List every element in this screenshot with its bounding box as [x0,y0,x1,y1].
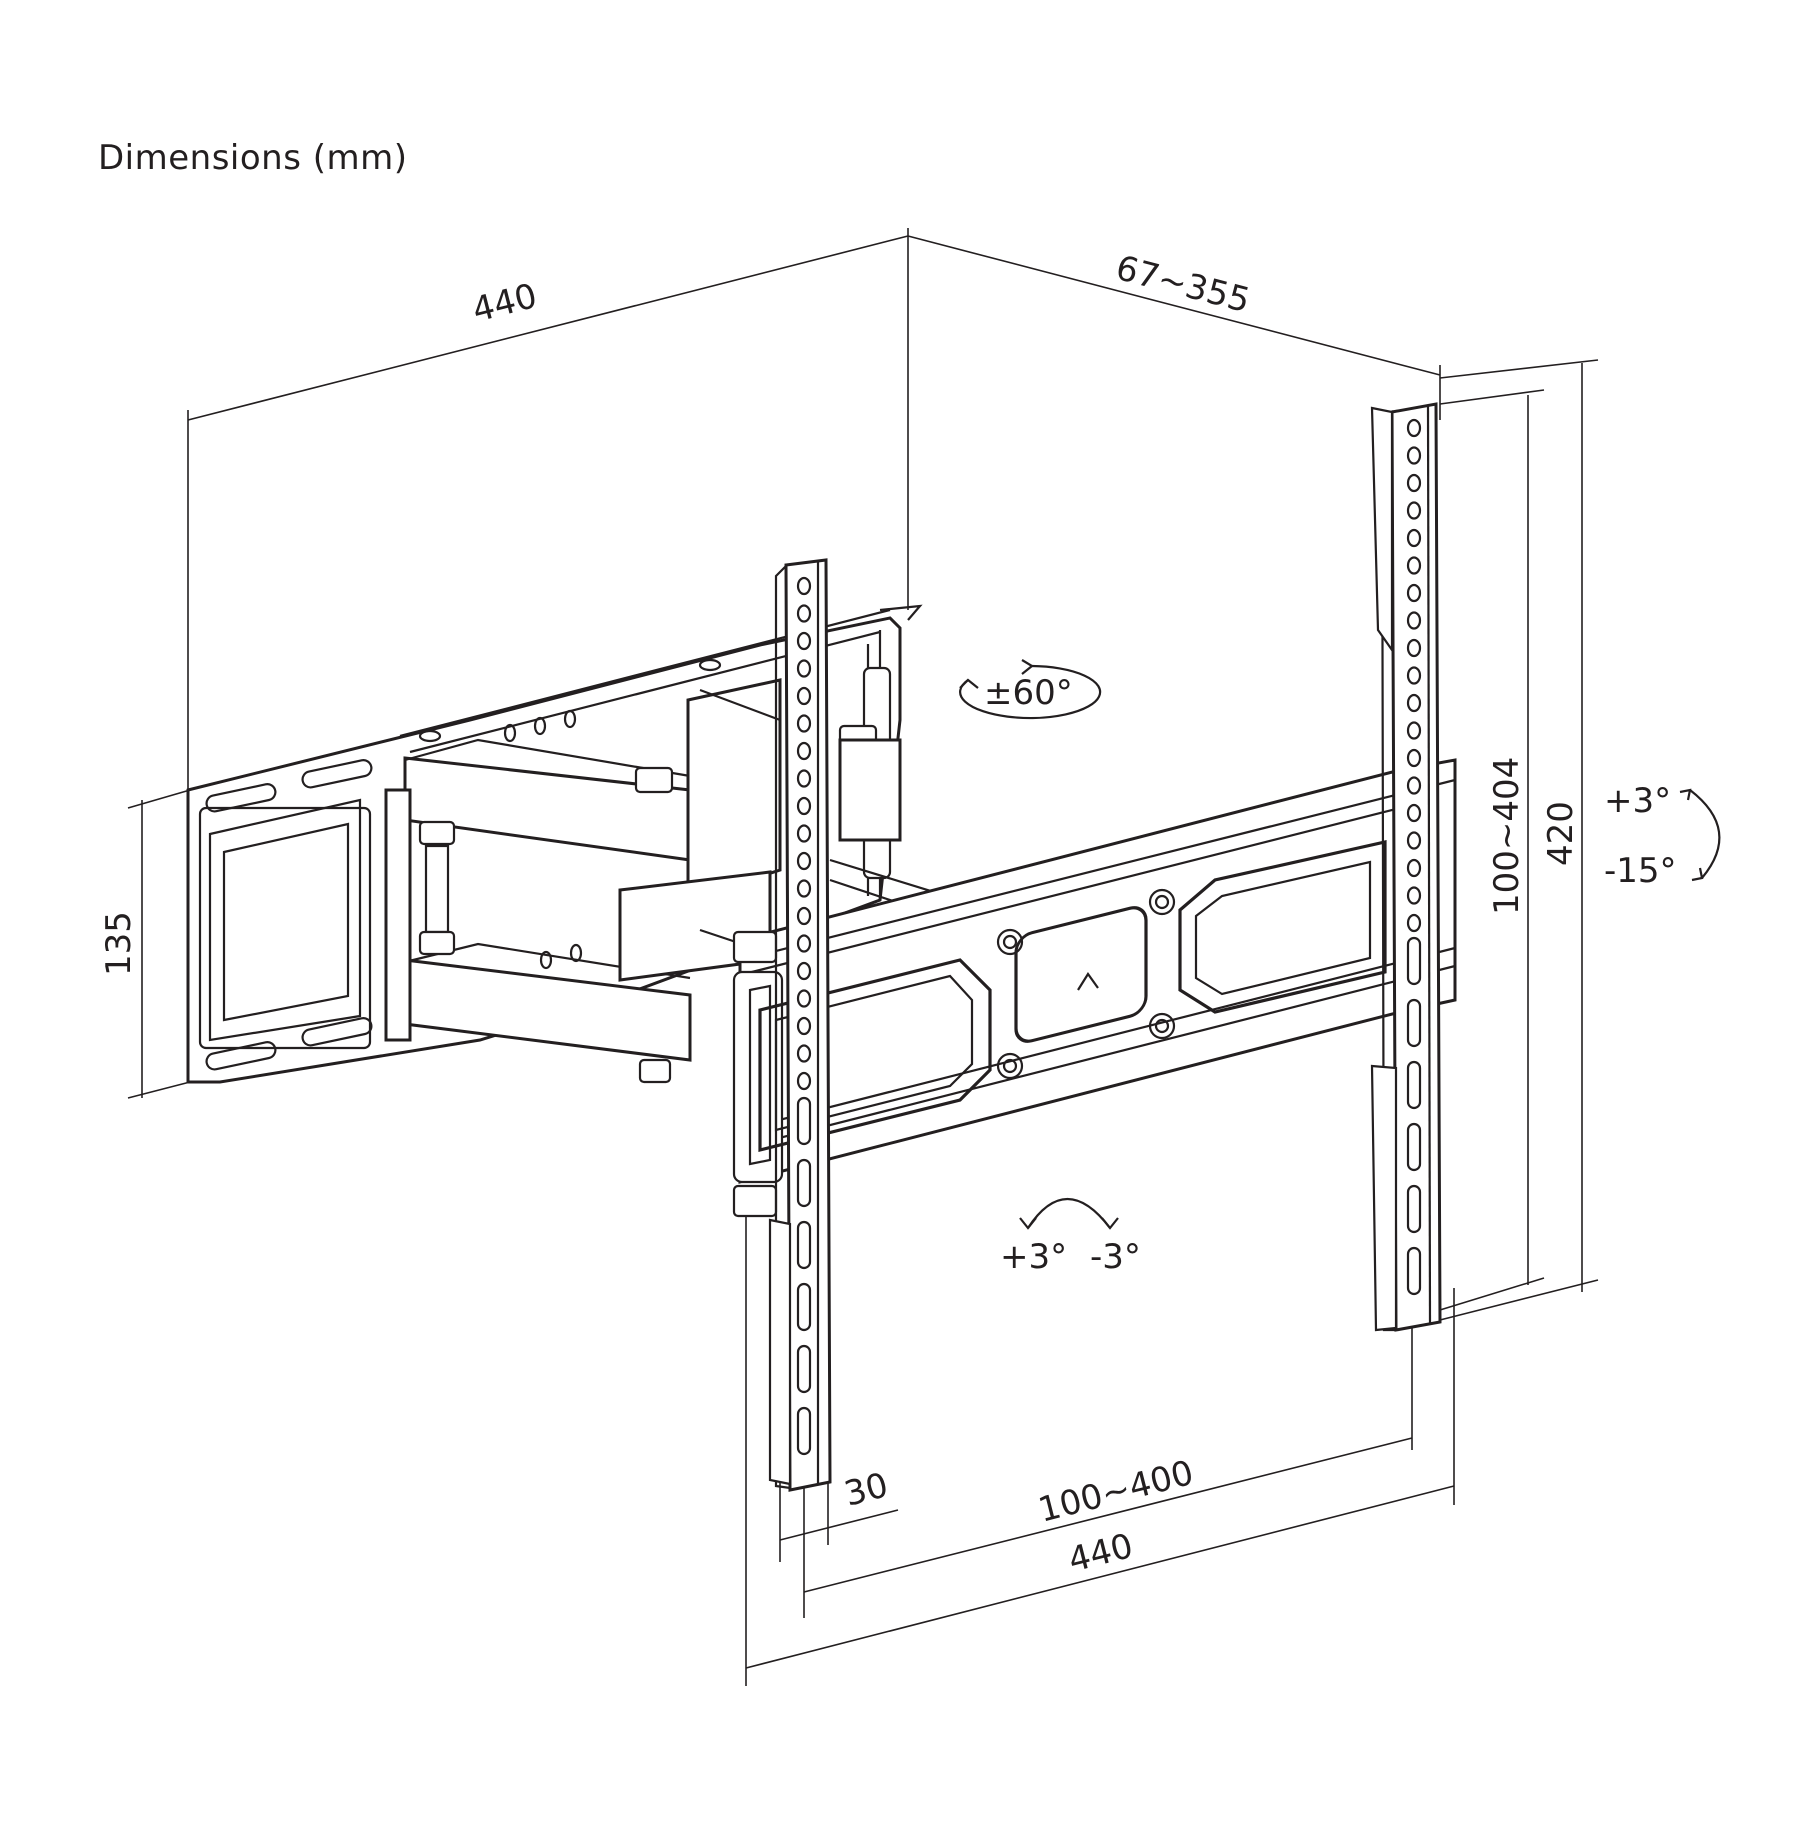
wall-plate-height-label: 135 [99,911,139,976]
bracket-hole [796,631,812,651]
bracket-hole [796,741,812,761]
bracket-hole [1406,501,1422,520]
bracket-hole [796,879,812,898]
bracket-hole [796,934,812,953]
bracket-hole [796,824,812,843]
swivel-arrow-icon [959,659,1102,720]
right-bracket-slots [1406,936,1422,1296]
rail-screws [996,888,1176,1080]
bracket-hole [796,906,812,926]
bracket-hole [1406,418,1422,438]
left-bracket-slots [796,1096,812,1456]
bracket-hole [796,769,812,788]
tilt-down-label: -15° [1604,851,1677,891]
bracket-hole [1406,556,1422,575]
diagram-title: Dimensions (mm) [98,138,408,178]
wall-plate-width-label: 440 [468,276,541,331]
bracket-hole [1406,748,1422,768]
bracket-hole [1406,638,1422,658]
bracket-hole [1406,446,1422,465]
right-bracket-holes [1406,418,1422,933]
bracket-slot [796,1406,812,1456]
left-vertical-bracket [768,558,832,1492]
bracket-hole [796,851,812,871]
bracket-hole [1406,913,1422,933]
bracket-slot [796,1220,812,1270]
bracket-hole [1406,721,1422,740]
left-bracket-holes [796,576,812,1091]
tilt-up-label: +3° [1604,781,1671,821]
right-vertical-bracket [1370,402,1442,1332]
bracket-hole [796,1071,812,1091]
bracket-hole [796,714,812,733]
rotation-arrows [959,659,1721,1230]
plate-height-label: 420 [1541,801,1581,866]
extension-label: 67~355 [1112,248,1254,321]
bracket-hole [1406,666,1422,685]
vesa-vertical-label: 100~404 [1487,757,1527,915]
level-arrow-icon [1019,1197,1119,1230]
bracket-hole [1406,583,1422,603]
bracket-hole [796,1044,812,1063]
tv-rail [732,758,1457,1218]
bracket-hole [1406,776,1422,795]
bracket-hole [1406,528,1422,548]
tv-bracket-width-label: 440 [1064,1526,1137,1581]
bracket-slot [1406,1184,1422,1234]
bracket-slot [1406,1246,1422,1296]
bracket-slot [796,1096,812,1146]
bracket-hole [796,989,812,1008]
bracket-slot [796,1158,812,1208]
brand-logo-icon [1077,972,1099,991]
wall-slots [205,759,373,1071]
bracket-hole [796,576,812,596]
tilt-arrow-icon [1679,788,1721,882]
bracket-hole [796,961,812,981]
bracket-slot [1406,1060,1422,1110]
bracket-hole [796,686,812,706]
bracket-slot [796,1282,812,1332]
bracket-slot [1406,1122,1422,1172]
bracket-slot [796,1344,812,1394]
bracket-hole [796,1016,812,1036]
bracket-hole [1406,886,1422,905]
bracket-hole [796,796,812,816]
bracket-slot [1406,936,1422,986]
bracket-hole [1406,473,1422,493]
bracket-hole [1406,611,1422,630]
swivel-label: ±60° [984,673,1073,713]
wall-plate-holes [418,658,722,970]
vesa-horizontal-label: 100~400 [1034,1453,1197,1531]
bracket-slot [1406,998,1422,1048]
level-left-label: +3° [1000,1237,1067,1277]
offset-label: 30 [840,1465,892,1514]
bracket-hole [1406,693,1422,713]
level-right-label: -3° [1090,1237,1141,1277]
bracket-hole [1406,803,1422,823]
bracket-hole [796,659,812,678]
bracket-hole [1406,831,1422,850]
dimension-lines [127,228,1599,1686]
bracket-hole [1406,858,1422,878]
bracket-hole [796,604,812,623]
